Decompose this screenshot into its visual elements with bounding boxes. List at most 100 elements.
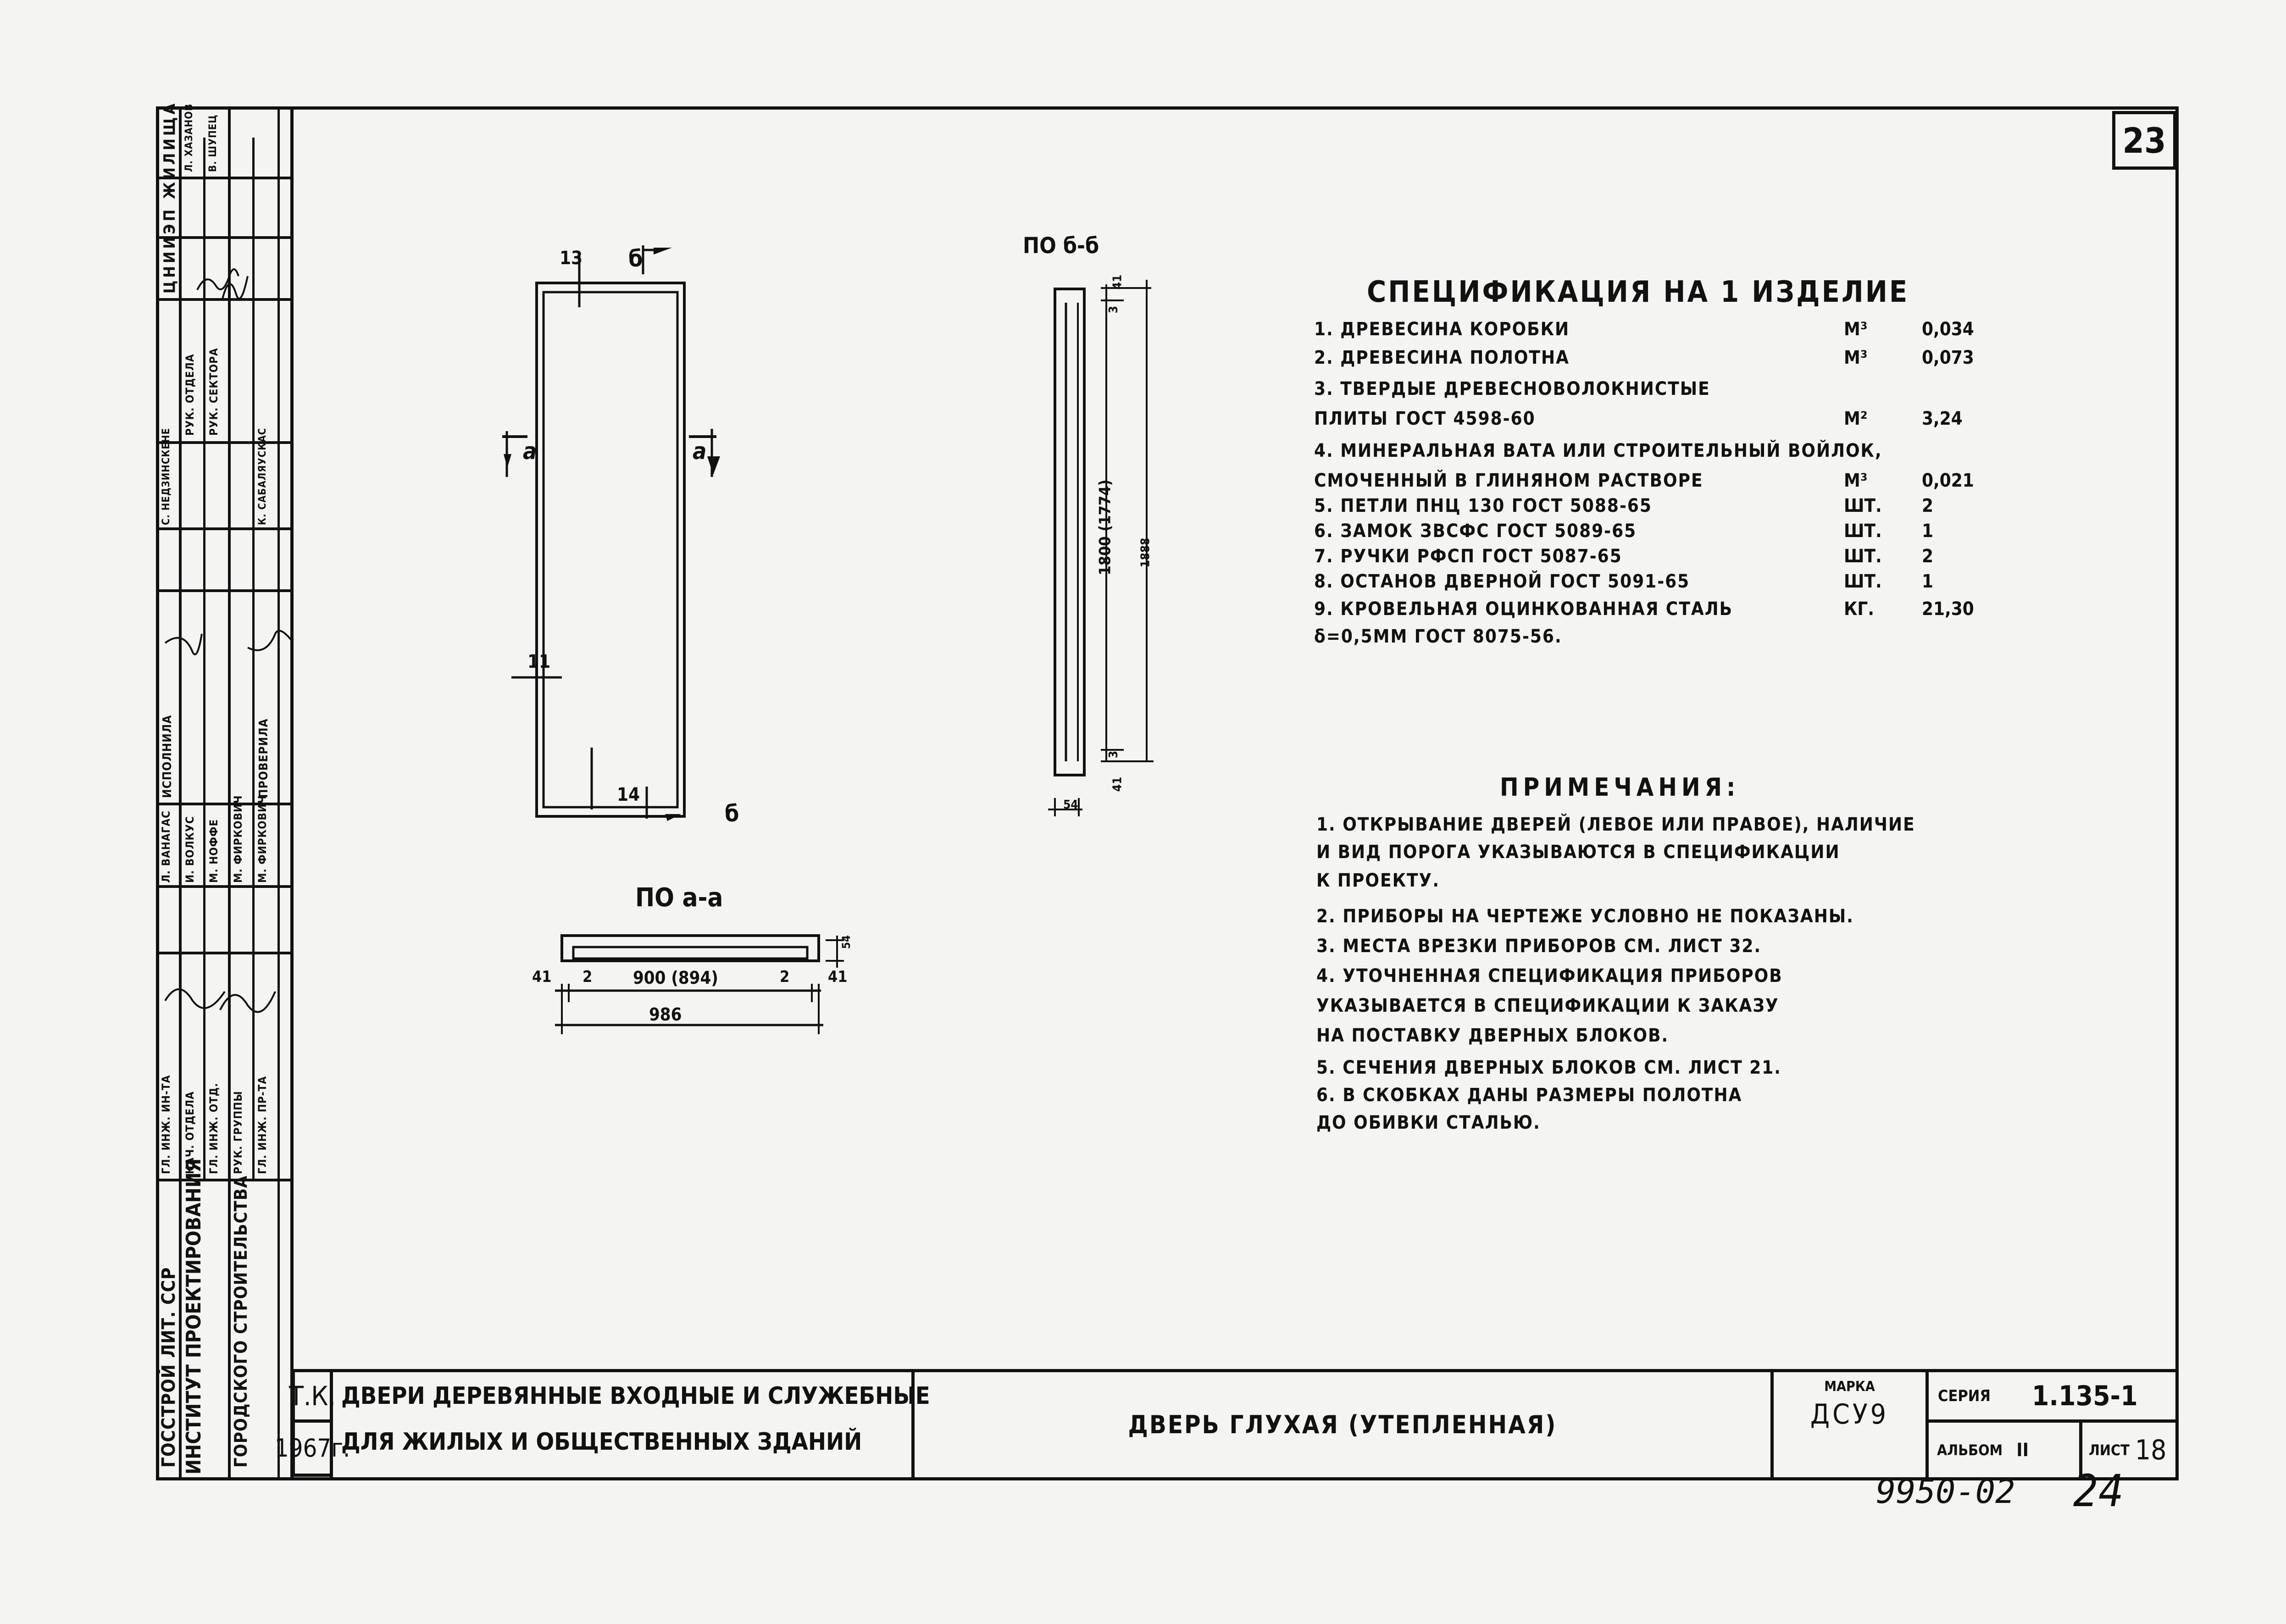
section-bb-drawing xyxy=(1048,280,1154,816)
specification-title: СПЕЦИФИКАЦИЯ НА 1 ИЗДЕЛИЕ xyxy=(1367,275,1909,309)
elev-section-a-right: а xyxy=(693,438,707,465)
spec-qty: 3,24 xyxy=(1922,408,1963,429)
note-line: К ПРОЕКТУ. xyxy=(1316,870,1440,891)
drawing-name-cell: ДВЕРЬ ГЛУХАЯ (УТЕПЛЕННАЯ) xyxy=(911,1369,1774,1480)
elev-section-b-bottom: б xyxy=(725,800,739,827)
spec-unit: М² xyxy=(1844,408,1868,429)
spec-row: 4. МИНЕРАЛЬНАЯ ВАТА ИЛИ СТРОИТЕЛЬНЫЙ ВОЙ… xyxy=(1314,440,1882,461)
spec-row: 1. ДРЕВЕСИНА КОРОБКИ xyxy=(1314,319,1570,340)
spec-row: 9. КРОВЕЛЬНАЯ ОЦИНКОВАННАЯ СТАЛЬ xyxy=(1314,599,1733,620)
project-title-cell: ДВЕРИ ДЕРЕВЯННЫЕ ВХОДНЫЕ И СЛУЖЕБНЫЕ ДЛЯ… xyxy=(330,1369,930,1480)
spec-unit: М³ xyxy=(1844,347,1868,368)
section-aa-dim-thickness: 54 xyxy=(840,935,853,949)
spec-qty: 2 xyxy=(1922,495,1934,516)
sheet-number: 23 xyxy=(2122,120,2166,161)
door-frame-outer xyxy=(535,282,686,818)
signature-6 xyxy=(219,991,276,1013)
signature-5 xyxy=(164,988,226,1009)
spec-qty: 21,30 xyxy=(1922,599,1974,620)
archive-page: 24 xyxy=(2073,1465,2124,1517)
year-cell: 1967г. xyxy=(275,1419,350,1477)
spec-unit: ШТ. xyxy=(1844,546,1882,567)
section-bb-dim-top-gap: 3 xyxy=(1107,305,1121,314)
series-value: 1.135-1 xyxy=(2031,1380,2138,1412)
note-line: 6. В СКОБКАХ ДАНЫ РАЗМЕРЫ ПОЛОТНА xyxy=(1316,1085,1742,1106)
drawing-name: ДВЕРЬ ГЛУХАЯ (УТЕПЛЕННАЯ) xyxy=(1128,1410,1557,1439)
section-bb-dim-top-small: 41 xyxy=(1110,274,1125,290)
spec-qty: 1 xyxy=(1922,521,1934,542)
tk-cell: Т.К. xyxy=(289,1369,336,1423)
signature-4 xyxy=(247,630,294,651)
series-cell: СЕРИЯ 1.135-1 xyxy=(1925,1369,2179,1423)
section-aa-title: ПО а-а xyxy=(635,883,723,913)
section-bb-dim-height: 1800 (1774) xyxy=(1096,479,1115,576)
signature-3 xyxy=(164,633,203,655)
door-section-profile xyxy=(1054,288,1086,776)
side-stamp-strip xyxy=(156,106,294,1480)
spec-unit: ШТ. xyxy=(1844,521,1882,542)
note-line: ДО ОБИВКИ СТАЛЬЮ. xyxy=(1316,1112,1541,1133)
mark-label: МАРКА xyxy=(1824,1379,1875,1395)
arrow-icon xyxy=(707,456,720,475)
spec-row: ПЛИТЫ ГОСТ 4598-60 xyxy=(1314,408,1536,429)
note-line: 2. ПРИБОРЫ НА ЧЕРТЕЖЕ УСЛОВНО НЕ ПОКАЗАН… xyxy=(1316,906,1854,927)
note-line: УКАЗЫВАЕТСЯ В СПЕЦИФИКАЦИИ К ЗАКАЗУ xyxy=(1316,995,1779,1016)
mark-value: ДСУ9 xyxy=(1810,1398,1889,1430)
album-label: АЛЬБОМ xyxy=(1937,1441,2003,1459)
section-aa-dim-left-gap: 2 xyxy=(583,968,593,986)
section-aa-drawing xyxy=(555,934,844,1034)
section-aa-dim-width: 900 (894) xyxy=(633,968,718,988)
note-line: НА ПОСТАВКУ ДВЕРНЫХ БЛОКОВ. xyxy=(1316,1025,1669,1046)
year-label: 1967г. xyxy=(274,1434,350,1463)
spec-qty: 0,073 xyxy=(1922,347,1974,368)
elev-section-b-top: б xyxy=(628,245,643,272)
project-title-line1: ДВЕРИ ДЕРЕВЯННЫЕ ВХОДНЫЕ И СЛУЖЕБНЫЕ xyxy=(341,1382,930,1410)
spec-qty: 2 xyxy=(1922,546,1934,567)
arrow-icon xyxy=(665,814,681,821)
signature-1 xyxy=(196,268,239,290)
section-bb-dim-total: 1888 xyxy=(1138,538,1153,568)
notes-title: ПРИМЕЧАНИЯ: xyxy=(1500,773,1740,802)
spec-row: 6. ЗАМОК ЗВСФС ГОСТ 5089-65 xyxy=(1314,521,1637,542)
section-aa-dim-right-frame: 41 xyxy=(828,968,848,986)
frame-section-profile xyxy=(560,934,820,962)
section-aa-dim-total: 986 xyxy=(649,1004,682,1025)
section-bb-dim-bottom-small: 41 xyxy=(1110,776,1125,792)
section-aa-dim-left-frame: 41 xyxy=(532,968,552,986)
archive-number: 9950-02 xyxy=(1876,1472,2015,1511)
signatures xyxy=(164,268,294,1013)
arrow-icon xyxy=(654,248,672,255)
spec-unit: ШТ. xyxy=(1844,571,1882,592)
mark-cell: МАРКА ДСУ9 xyxy=(1770,1369,1929,1480)
sheet-number-box: 23 xyxy=(2112,111,2176,170)
spec-row: δ=0,5ММ ГОСТ 8075-56. xyxy=(1314,626,1562,647)
elev-section-a-left: а xyxy=(523,438,537,465)
spec-row: 7. РУЧКИ РФСП ГОСТ 5087-65 xyxy=(1314,546,1622,567)
spec-qty: 0,021 xyxy=(1922,470,1974,491)
album-cell: АЛЬБОМ II xyxy=(1925,1419,2082,1480)
note-line: 4. УТОЧНЕННАЯ СПЕЦИФИКАЦИЯ ПРИБОРОВ xyxy=(1316,965,1783,987)
door-elevation xyxy=(502,245,720,821)
note-line: 1. ОТКРЫВАНИЕ ДВЕРЕЙ (ЛЕВОЕ ИЛИ ПРАВОЕ),… xyxy=(1316,814,1915,835)
spec-unit: КГ. xyxy=(1844,599,1875,620)
section-bb-dim-bottom-gap: 3 xyxy=(1107,750,1121,759)
elev-dim-bottom: 14 xyxy=(617,784,640,805)
spec-unit: М³ xyxy=(1844,319,1868,340)
arrow-icon xyxy=(504,454,511,468)
note-line: И ВИД ПОРОГА УКАЗЫВАЮТСЯ В СПЕЦИФИКАЦИИ xyxy=(1316,842,1840,863)
section-aa-dim-right-gap: 2 xyxy=(780,968,790,986)
section-bb-title: ПО б-б xyxy=(1023,233,1099,259)
section-bb-dim-thickness: 54 xyxy=(1063,798,1078,812)
spec-unit: ШТ. xyxy=(1844,495,1882,516)
door-leaf-outline xyxy=(542,291,679,809)
spec-row: СМОЧЕННЫЙ В ГЛИНЯНОМ РАСТВОРЕ xyxy=(1314,470,1703,491)
elev-dim-top: 13 xyxy=(560,248,583,269)
spec-qty: 1 xyxy=(1922,571,1934,592)
album-value: II xyxy=(2016,1439,2029,1461)
note-line: 3. МЕСТА ВРЕЗКИ ПРИБОРОВ СМ. ЛИСТ 32. xyxy=(1316,936,1762,957)
spec-qty: 0,034 xyxy=(1922,319,1974,340)
tk-label: Т.К. xyxy=(289,1380,336,1412)
sheet-label: ЛИСТ xyxy=(2089,1441,2130,1459)
project-title-line2: ДЛЯ ЖИЛЫХ И ОБЩЕСТВЕННЫХ ЗДАНИЙ xyxy=(341,1428,862,1456)
sheet-cell: ЛИСТ 18 xyxy=(2079,1419,2179,1480)
